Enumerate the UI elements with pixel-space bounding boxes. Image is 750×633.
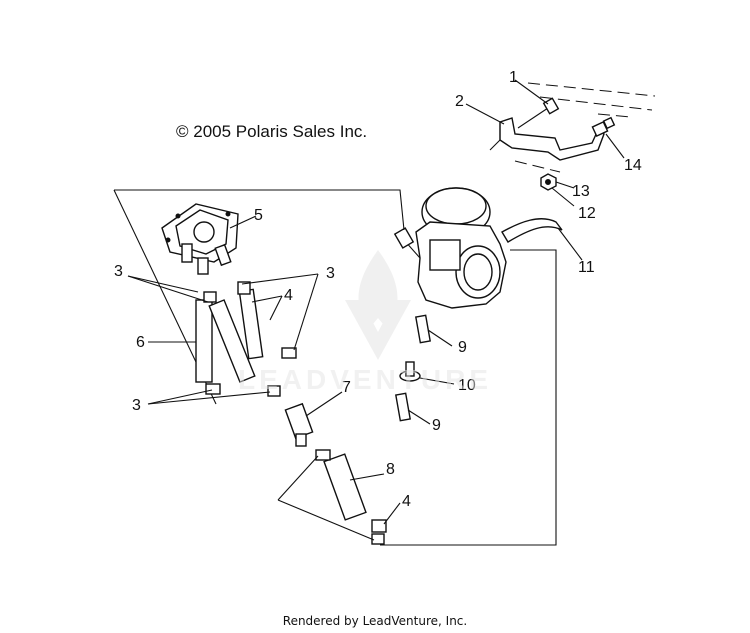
callout-7: 7 [342,379,351,396]
callout-9-lower: 9 [432,417,441,434]
callout-12: 12 [578,205,596,222]
callout-13: 13 [572,183,590,200]
callout-8: 8 [386,461,395,478]
mounting-bracket [489,117,605,161]
callout-1: 1 [509,69,518,86]
frame-rail [514,82,656,173]
callout-4-upper: 4 [284,287,293,304]
bolt [517,97,560,129]
vent-tubes [395,314,431,422]
fuel-pump [161,203,239,275]
callout-3-upper-left: 3 [114,263,123,280]
callout-9-upper: 9 [458,339,467,356]
callout-14: 14 [624,157,642,174]
footer-credit: Rendered by LeadVenture, Inc. [282,614,468,628]
leader-lines [127,79,625,541]
callout-2: 2 [455,93,464,110]
fuel-filter [284,402,387,545]
callout-11: 11 [578,259,595,276]
carburetor [393,187,507,309]
callout-5: 5 [254,207,263,224]
nut [540,173,557,191]
hoses-pump-side [195,281,297,397]
callout-6: 6 [136,334,145,351]
callout-10: 10 [458,377,476,394]
fitting [591,116,616,137]
callout-3-lower-left: 3 [132,397,141,414]
callout-4-lower: 4 [402,493,411,510]
watermark-logo [345,250,411,360]
callout-3-upper-right: 3 [326,265,335,282]
vent-hose [501,218,563,243]
copyright-notice: © 2005 Polaris Sales Inc. [176,122,368,141]
watermark-text: LEADVENTURE [238,364,493,395]
